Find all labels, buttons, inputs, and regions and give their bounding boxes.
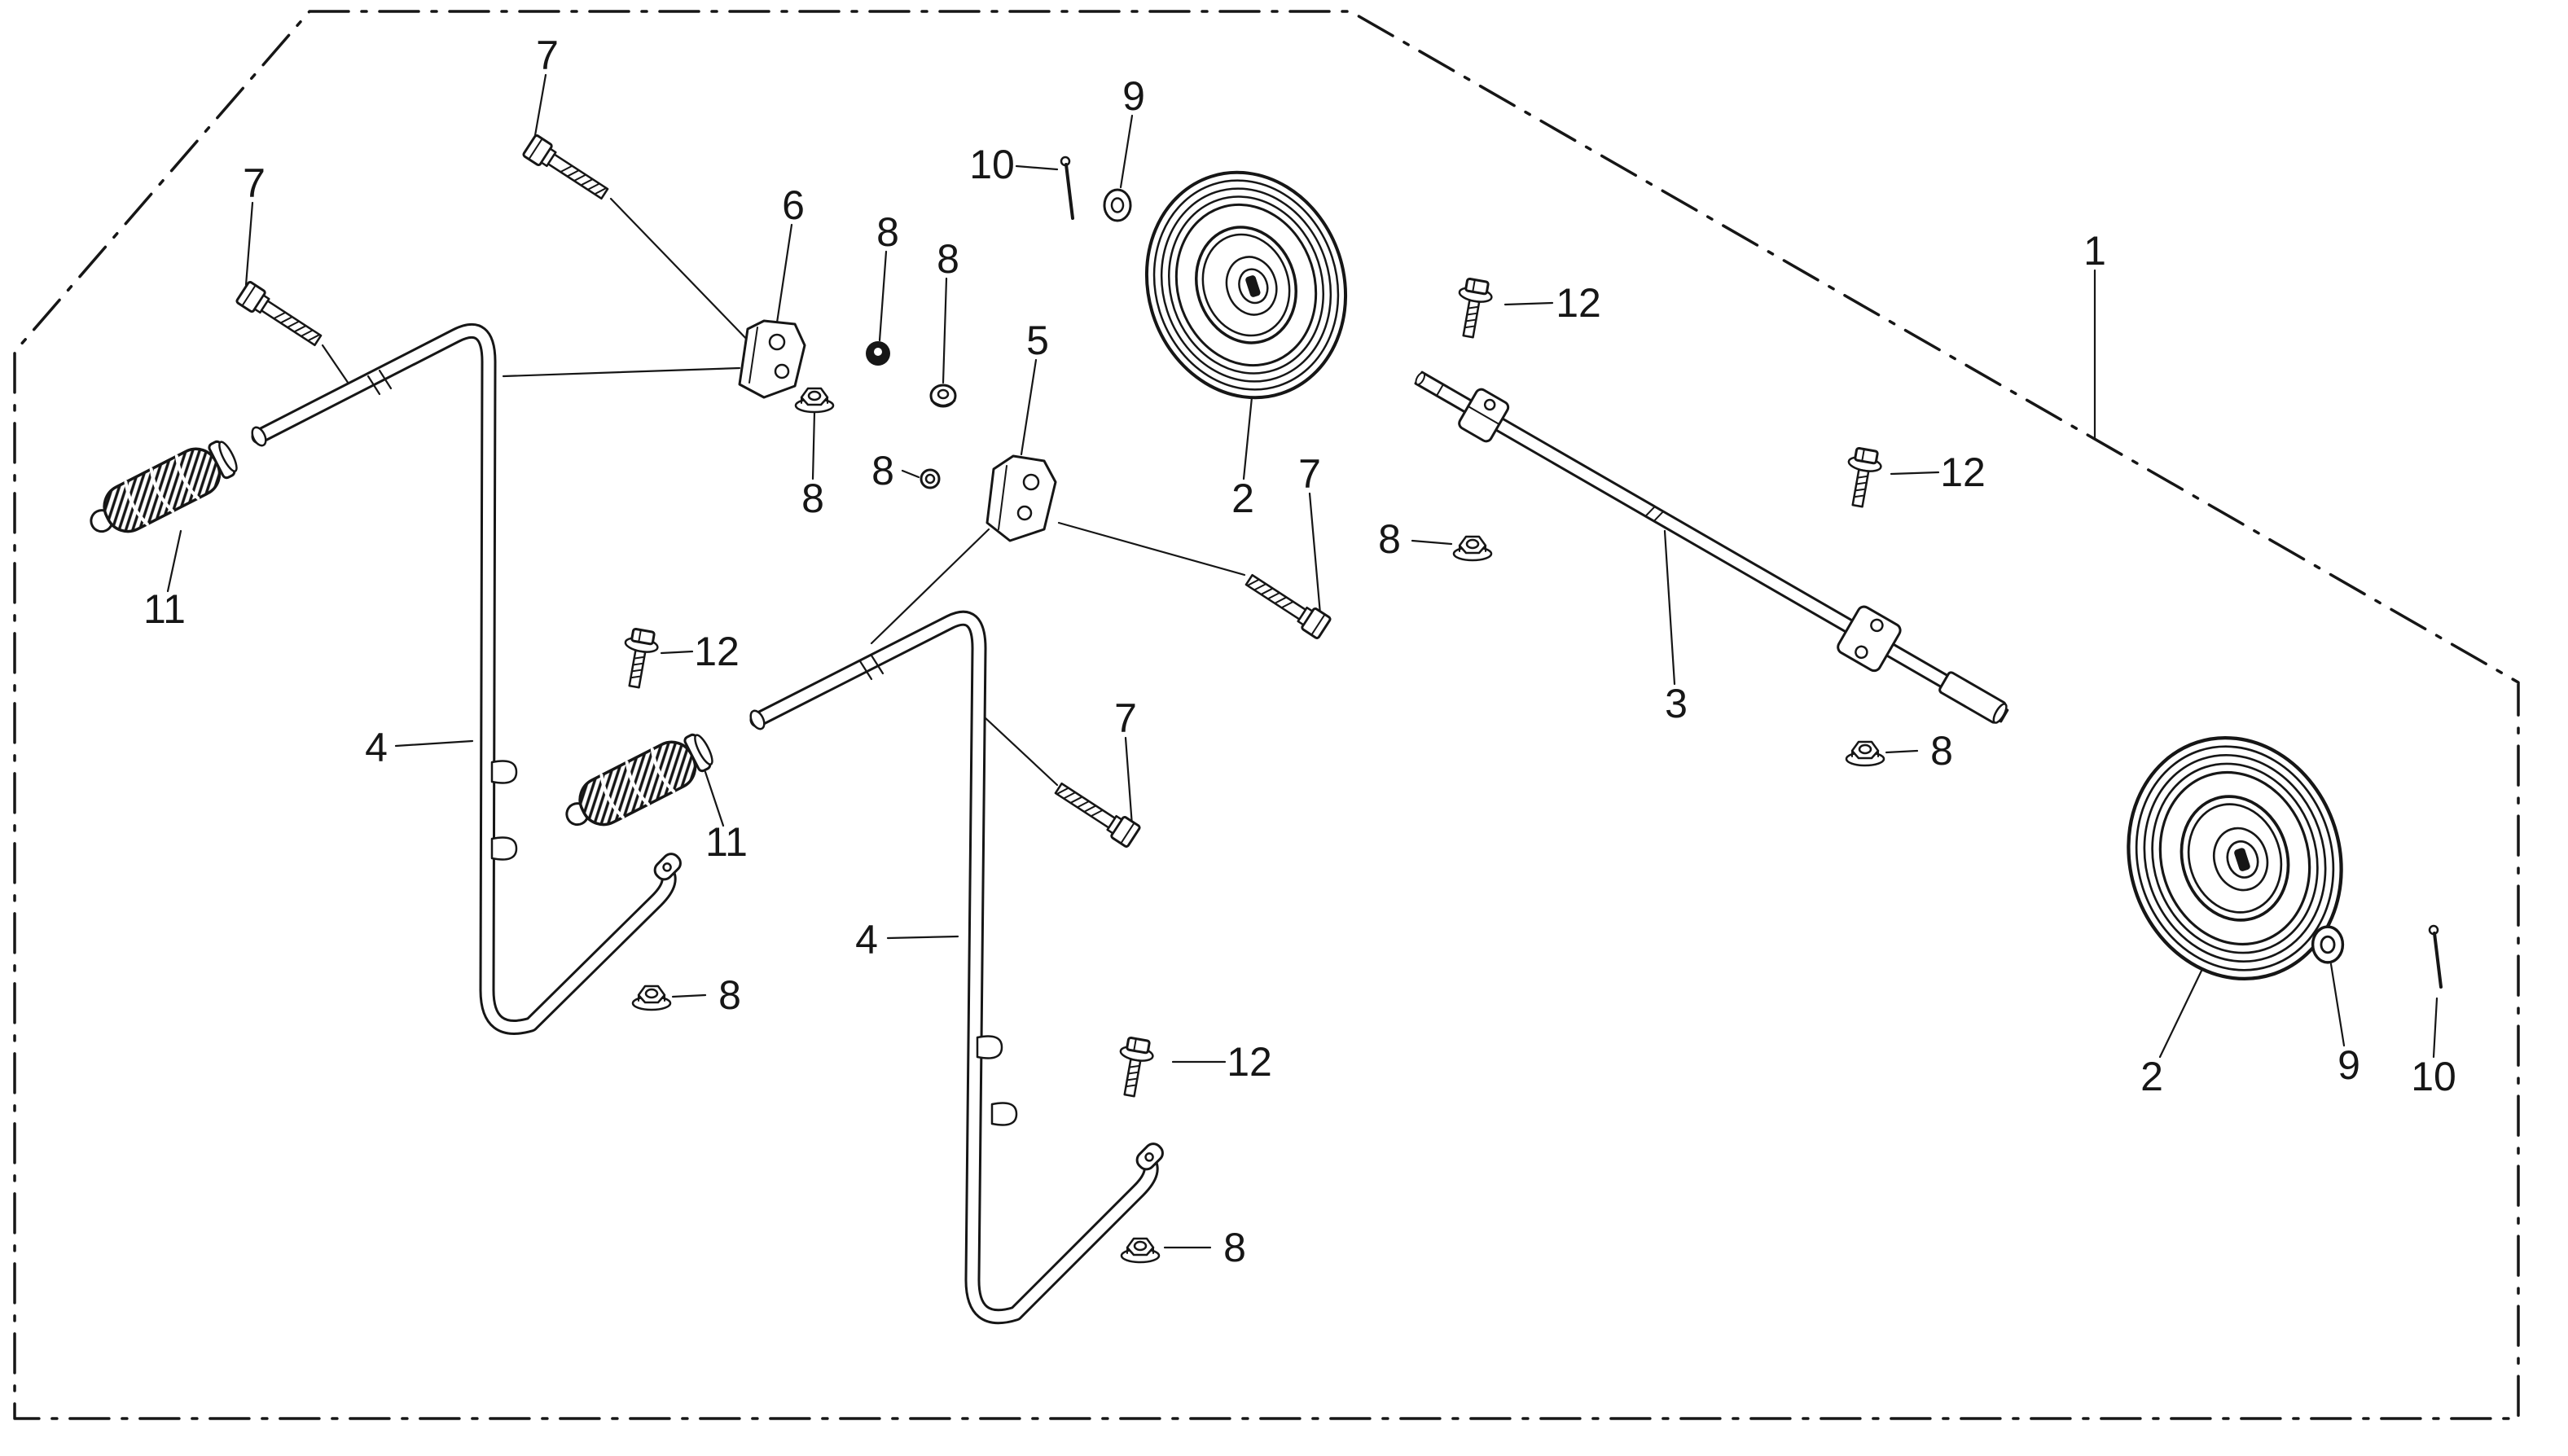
flange-bolt [1840,445,1885,511]
callout-8: 8 [1930,728,1953,774]
flange-bolt [617,626,661,691]
callout-12: 12 [1227,1039,1272,1085]
callout-7: 7 [1114,695,1137,741]
callout-4: 4 [855,917,878,963]
tube-clamp [490,760,518,784]
callout-12: 12 [694,629,740,674]
callout-8: 8 [1223,1225,1246,1270]
flat-washer-small [920,468,941,489]
wheel-upper [1116,144,1376,426]
tube-clamp [990,1102,1018,1126]
hex-nut [929,384,957,408]
flange-nut [1452,535,1493,562]
grip-right [555,725,721,842]
handle-frame-right [749,610,1164,1325]
callout-3: 3 [1665,681,1688,726]
grip-left [80,432,245,549]
callout-8: 8 [876,209,899,255]
tube-clamp [490,836,518,861]
callout-5: 5 [1026,318,1049,363]
washer [1103,188,1132,222]
pin [2428,924,2443,989]
handle-frame-left [251,323,682,1035]
flange-nut [631,985,672,1011]
callout-11: 11 [143,586,186,632]
callout-2: 2 [1231,476,1254,521]
callout-7: 7 [536,33,559,78]
callout-8: 8 [937,236,959,282]
pin [1060,156,1074,220]
callout-8: 8 [871,448,894,493]
callout-9: 9 [1122,73,1145,119]
cap-nut [866,341,890,366]
callout-12: 12 [1556,280,1601,326]
callout-4: 4 [365,725,388,770]
callout-2: 2 [2140,1054,2163,1099]
flange-bolt [1451,276,1495,341]
assembly-lines [321,197,1246,787]
flange-nut [794,387,835,414]
callout-10: 10 [969,142,1015,187]
callout-8: 8 [718,972,741,1018]
callout-7: 7 [243,160,266,206]
callout-8: 8 [1378,516,1401,562]
callout-12: 12 [1940,450,1986,495]
axle [1414,371,2009,724]
callout-6: 6 [782,182,805,228]
callout-8: 8 [801,476,824,521]
hex-bolt [521,133,612,205]
callout-labels: 7 7 6 8 8 10 9 5 2 7 8 12 12 3 8 8 12 4 … [143,33,2456,1270]
flange-bolt [1112,1035,1157,1100]
tube-clamp [976,1035,1003,1059]
hex-bolt [235,279,326,352]
callout-11: 11 [705,819,748,865]
callout-10: 10 [2411,1054,2456,1099]
bracket-5 [985,454,1057,542]
callout-1: 1 [2083,228,2106,274]
callout-7: 7 [1298,451,1321,497]
leader-lines [166,73,2439,1249]
flange-nut [1845,740,1885,767]
bracket-6 [738,319,806,399]
hex-bolt [1051,777,1142,849]
flange-nut [1120,1237,1161,1264]
washer [2311,925,2345,964]
callout-9: 9 [2338,1042,2360,1088]
